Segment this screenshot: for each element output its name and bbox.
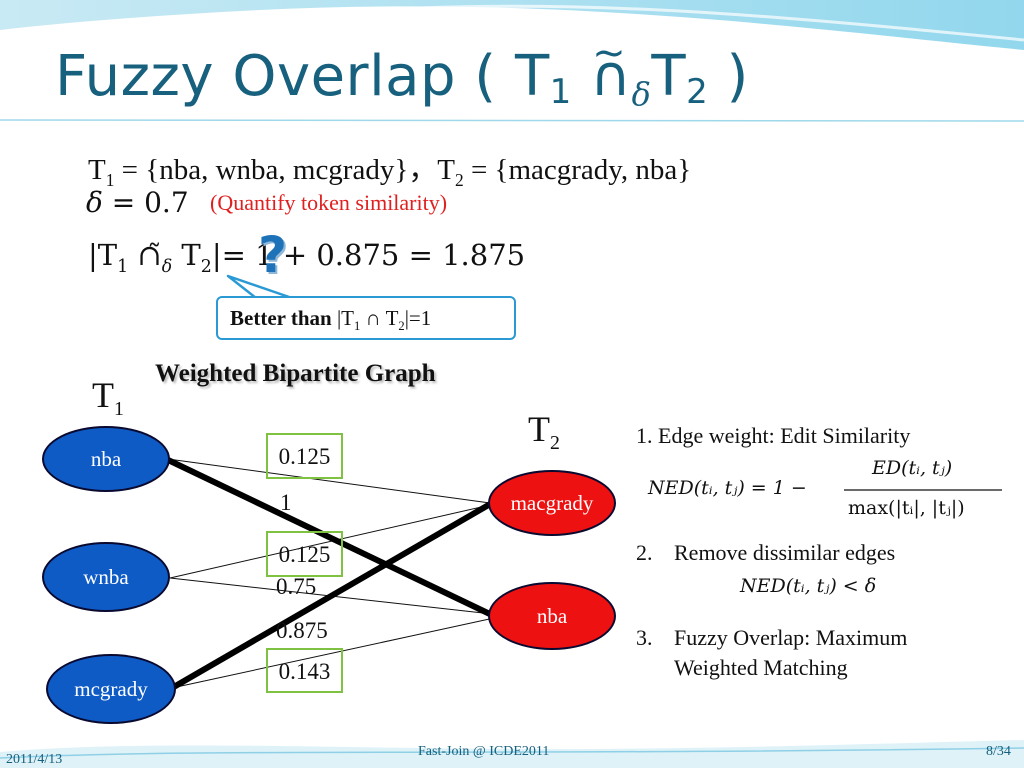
weight-label: 1 bbox=[280, 490, 292, 515]
edge-nba-macgrady bbox=[167, 458, 491, 504]
node-t2-nba: nba bbox=[488, 582, 616, 650]
graph-title: Weighted Bipartite Graph bbox=[155, 360, 436, 387]
weight-box: 0.125 bbox=[266, 433, 343, 479]
quantify-note: (Quantify token similarity) bbox=[210, 190, 448, 215]
step-2: Remove dissimilar edges bbox=[674, 540, 896, 565]
page-number: 8/34 bbox=[986, 744, 1011, 759]
edge-mcgrady-macgrady-matched bbox=[170, 500, 494, 691]
footer-venue: Fast-Join @ ICDE2011 bbox=[418, 744, 550, 759]
fuzzy-intersection-symbol: ~∩ bbox=[590, 30, 632, 109]
footer-wave bbox=[0, 740, 1024, 768]
node-t1-nba: nba bbox=[42, 426, 170, 492]
question-mark-icon: ? bbox=[258, 226, 288, 284]
step-2-number: 2. bbox=[636, 540, 653, 565]
weight-box: 0.125 bbox=[266, 531, 343, 577]
node-t1-mcgrady: mcgrady bbox=[46, 654, 176, 724]
title-underline bbox=[0, 118, 1024, 122]
delta-threshold: δ = 0.7 bbox=[86, 186, 189, 219]
node-t2-macgrady: macgrady bbox=[488, 470, 616, 536]
step-2-formula: NED(tᵢ, tⱼ) < δ bbox=[740, 575, 877, 597]
edge-mcgrady-nba bbox=[171, 617, 495, 689]
step-3-number: 3. bbox=[636, 625, 653, 650]
footer-date: 2011/4/13 bbox=[6, 752, 63, 767]
page-title: Fuzzy Overlap ( T1 ~∩δT2 ) bbox=[55, 30, 749, 113]
t1-label: T1 bbox=[92, 375, 124, 421]
step-3-line2: Weighted Matching bbox=[674, 655, 848, 680]
step-3-line1: Fuzzy Overlap: Maximum bbox=[674, 625, 908, 650]
footer-wave-line bbox=[0, 747, 1024, 759]
better-than-callout: Better than |T1 ∩ T2|=1 bbox=[216, 296, 516, 340]
node-t1-wnba: wnba bbox=[42, 542, 170, 612]
edge-wnba-macgrady bbox=[169, 504, 491, 579]
weight-label: 0.875 bbox=[276, 618, 328, 643]
ned-formula-lhs: NED(tᵢ, tⱼ) = 1 − bbox=[648, 477, 807, 499]
ned-formula-denominator: max(|tᵢ|, |tⱼ|) bbox=[848, 497, 965, 519]
set-definitions: T1 = {nba, wnba, mcgrady}，T2 = {macgrady… bbox=[88, 154, 692, 190]
edge-nba-nba-matched bbox=[164, 456, 496, 619]
ned-formula-numerator: ED(tᵢ, tⱼ) bbox=[872, 457, 953, 479]
weight-box: 0.143 bbox=[266, 648, 343, 693]
header-wave bbox=[0, 0, 1024, 50]
fuzzy-overlap-equation: |T1 ∩̃δ T2|= 1 + 0.875 = 1.875 bbox=[88, 238, 526, 277]
header-wave-line bbox=[419, 4, 1024, 42]
step-1: 1. Edge weight: Edit Similarity bbox=[636, 423, 911, 448]
weight-label: 0.75 bbox=[276, 574, 317, 599]
t2-label: T2 bbox=[528, 409, 560, 455]
